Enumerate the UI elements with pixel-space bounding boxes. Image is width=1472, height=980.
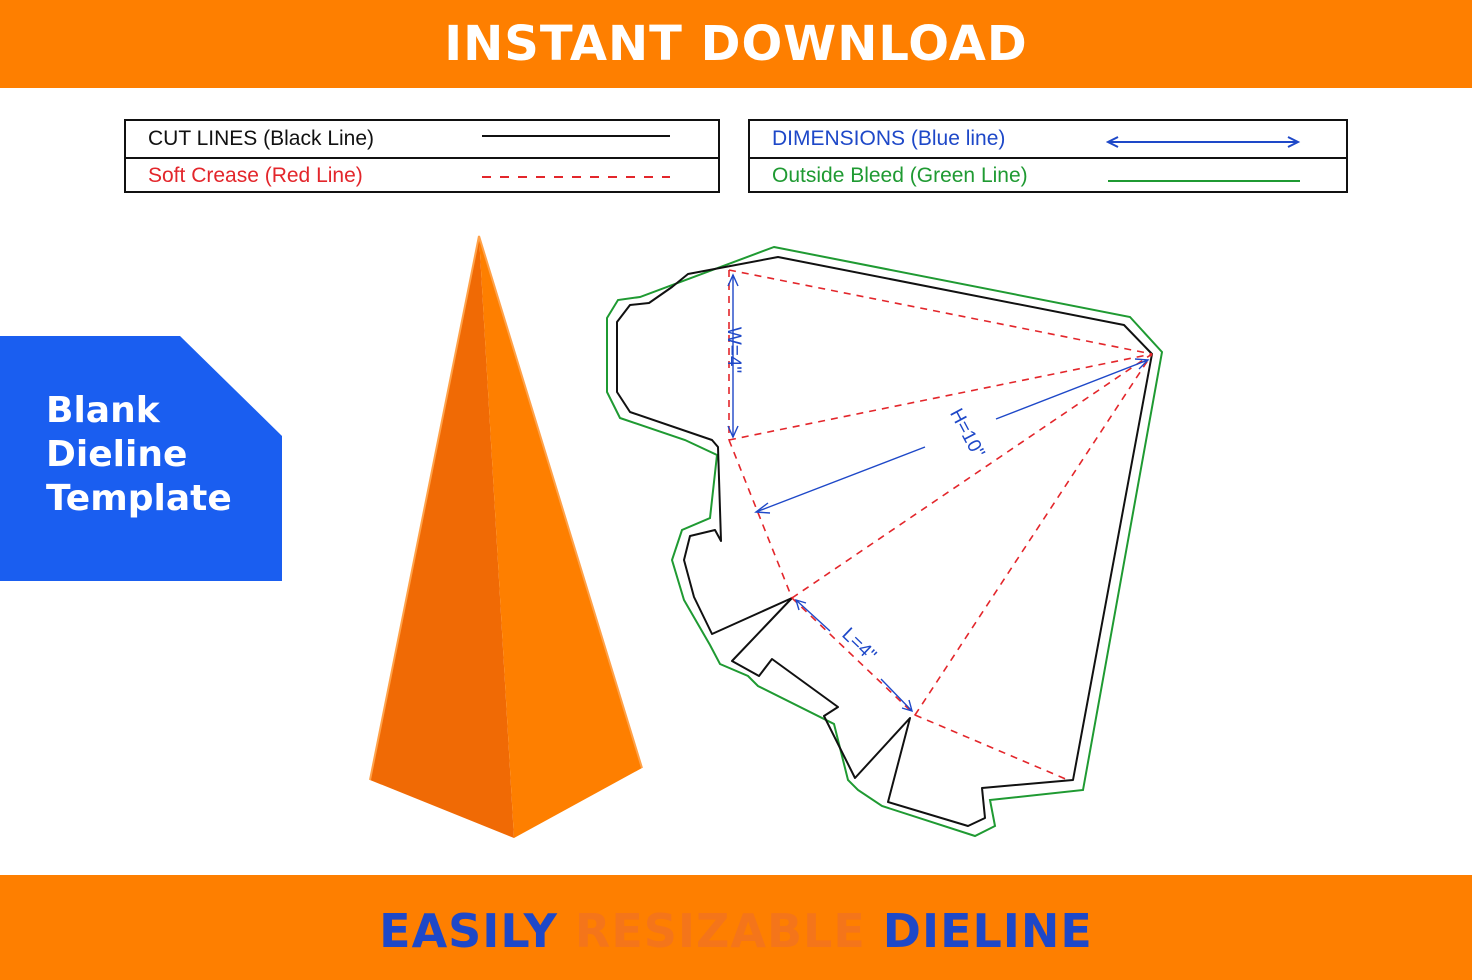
cut-line-swatch: [482, 135, 670, 137]
footer-word-dieline: DIELINE: [882, 903, 1093, 958]
bleed-line-swatch: [1108, 180, 1300, 182]
legend-cut-row: CUT LINES (Black Line): [126, 121, 718, 157]
pyramid-right-face: [479, 236, 642, 838]
legend-crease-row: Soft Crease (Red Line): [126, 157, 718, 193]
legend-dimensions-label: DIMENSIONS (Blue line): [772, 127, 1006, 150]
pyramid-left-face: [370, 236, 514, 838]
legend-bleed-label: Outside Bleed (Green Line): [772, 164, 1028, 187]
legend-right: DIMENSIONS (Blue line) Outside Bleed (Gr…: [748, 119, 1348, 193]
top-banner: INSTANT DOWNLOAD: [0, 0, 1472, 88]
length-dimension-label: L=4": [838, 624, 881, 666]
width-dimension-label: W=4": [723, 327, 744, 373]
legend-crease-label: Soft Crease (Red Line): [148, 164, 363, 187]
crease-line-swatch: [482, 176, 670, 178]
footer-word-resizable: RESIZABLE: [574, 903, 866, 958]
bottom-banner: EASILY RESIZABLE DIELINE: [0, 875, 1472, 980]
legend-bleed-row: Outside Bleed (Green Line): [750, 157, 1346, 193]
legend-dimensions-row: DIMENSIONS (Blue line): [750, 121, 1346, 157]
crease-lines: [728, 269, 1153, 781]
bleed-outline: [606, 245, 1164, 838]
badge-line-1: Blank: [46, 390, 160, 431]
dimension-arrow-swatch: [1106, 136, 1301, 148]
pyramid-3d-illustration: [369, 235, 643, 838]
height-dimension-label: H=10": [945, 405, 988, 461]
dimension-arrows: [727, 273, 1150, 713]
banner-title: INSTANT DOWNLOAD: [444, 16, 1028, 72]
legend-left: CUT LINES (Black Line) Soft Crease (Red …: [124, 119, 720, 193]
badge-line-2: Dieline: [46, 434, 188, 475]
cut-outline: [616, 256, 1153, 827]
legend-cut-label: CUT LINES (Black Line): [148, 127, 375, 150]
footer-word-easily: EASILY: [379, 903, 558, 958]
badge-line-3: Template: [46, 478, 232, 519]
